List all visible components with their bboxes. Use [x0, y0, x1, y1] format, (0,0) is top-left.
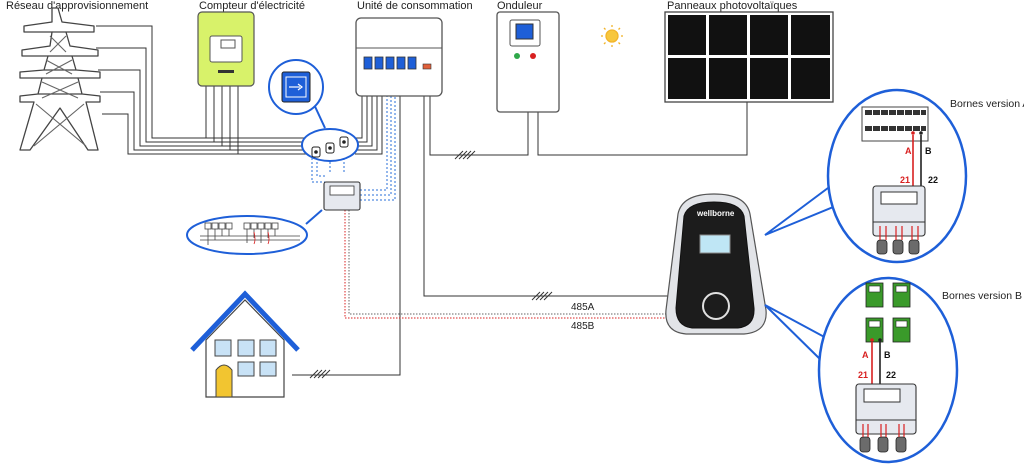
- rs485-a-line: [344, 210, 675, 319]
- grid-label: Réseau d'approvisionnement: [6, 0, 149, 12]
- solar-panels: [664, 11, 834, 103]
- version-a-callout: A B 21 22: [764, 88, 968, 264]
- energy-meter-small: [323, 181, 361, 211]
- inverter-wire: [429, 96, 529, 156]
- consumer-wires: [355, 96, 383, 155]
- rs485-a-label: 485A: [571, 302, 595, 313]
- inverter: [496, 11, 560, 113]
- electricity-meter: [197, 11, 255, 87]
- house-wire: [292, 96, 401, 376]
- version-b-callout: A B 21 22: [764, 276, 959, 464]
- panels-wire: [537, 102, 748, 156]
- version-b-terminal-a: A: [862, 350, 869, 360]
- rs485-b-label: 485B: [571, 321, 595, 332]
- charger-wire: [423, 96, 675, 297]
- pylon-icon: [19, 7, 101, 151]
- ct-leads: [311, 96, 396, 201]
- consumer-unit: [355, 17, 443, 97]
- version-b-terminal-22: 22: [886, 370, 896, 380]
- house-wire-hash: [309, 369, 331, 379]
- version-a-terminal-b: B: [925, 146, 932, 156]
- meter-wires: [205, 86, 310, 155]
- sun-icon: [601, 25, 623, 47]
- ct-sensors-group: [301, 128, 359, 162]
- version-a-terminal-21: 21: [900, 175, 910, 185]
- inverter-label: Onduleur: [497, 0, 543, 12]
- meter-wiring-callout: [186, 209, 323, 255]
- inverter-wire-hash: [454, 150, 476, 160]
- meter-label: Compteur d'électricité: [199, 0, 306, 12]
- consumer-unit-label: Unité de consommation: [357, 0, 473, 12]
- house-icon: [190, 290, 300, 398]
- version-b-label: Bornes version B: [942, 290, 1022, 302]
- version-a-terminal-22: 22: [928, 175, 938, 185]
- wallbox-charger: wellborne: [665, 193, 767, 335]
- version-a-terminal-a: A: [905, 146, 912, 156]
- version-b-terminal-21: 21: [858, 370, 868, 380]
- version-b-terminal-b: B: [884, 350, 891, 360]
- ct-sensor-callout: [268, 59, 326, 129]
- rs485-b-line: [348, 210, 675, 315]
- panels-label: Panneaux photovoltaïques: [667, 0, 798, 12]
- charger-brand: wellborne: [696, 209, 735, 218]
- charger-wire-hash: [531, 291, 553, 301]
- version-a-label: Bornes version A: [950, 98, 1024, 110]
